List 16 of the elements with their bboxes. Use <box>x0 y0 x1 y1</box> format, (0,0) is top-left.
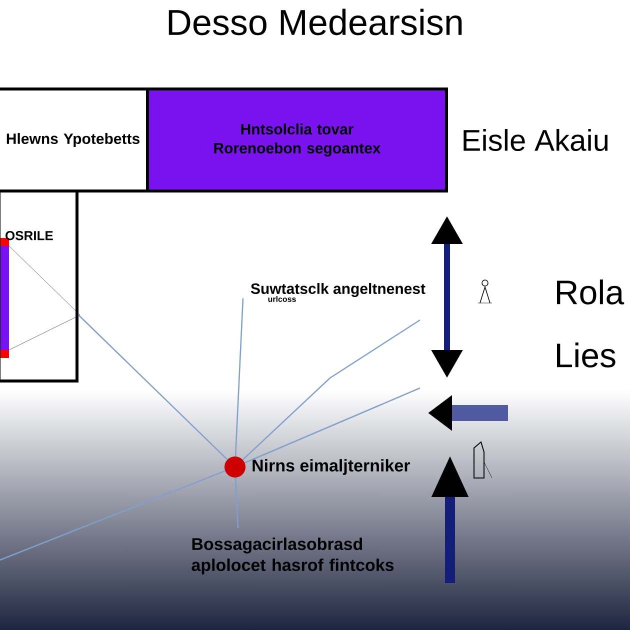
node-label: Suwtatsclk angeltnenest <box>250 282 426 298</box>
node-label: Nirns eimaljterniker <box>252 459 410 475</box>
node-label: Eisle Akaiu <box>464 128 608 152</box>
connector-line <box>0 470 226 561</box>
panel-box: OSRILE <box>0 190 78 382</box>
connector-line <box>234 298 244 456</box>
heading-text: Rola <box>557 280 624 304</box>
text-box: Hlewns Ypotebetts <box>0 88 150 192</box>
small-text: urlcoss <box>268 296 296 302</box>
connector-line <box>244 387 420 464</box>
heading-text: Lies <box>557 342 616 368</box>
connector-line <box>242 319 420 460</box>
body-text: Bossagacirlasobrasd aplolocet hasrof fintcoks <box>192 538 394 574</box>
connector-line <box>234 478 239 528</box>
connector-line <box>78 314 228 460</box>
title: Desso Medearsisn <box>168 8 462 36</box>
